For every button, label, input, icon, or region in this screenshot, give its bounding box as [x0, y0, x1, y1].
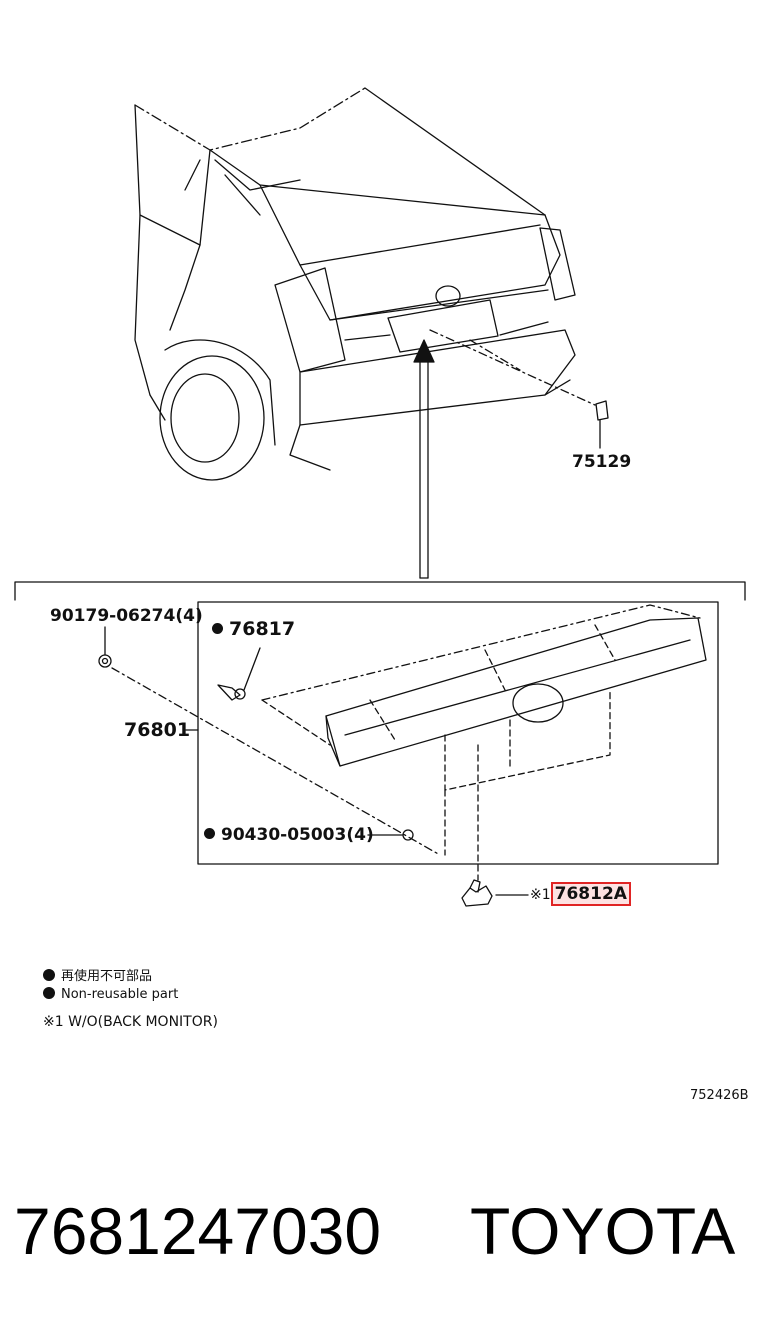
legend-jp-text: 再使用不可部品 — [61, 969, 153, 984]
part-number: 7681247030 — [14, 1194, 382, 1268]
legend-jp: 再使用不可部品 — [43, 965, 152, 984]
part-label-76801: 76801 — [124, 719, 191, 741]
diagram-code: 752426B — [690, 1088, 749, 1103]
part-number-90430: 90430-05003(4) — [221, 825, 374, 845]
back-door-garnish-illustration — [261, 604, 707, 881]
part-number-76812a[interactable]: 76812A — [550, 882, 631, 906]
non-reusable-dot-icon — [212, 623, 223, 634]
brand-name: TOYOTA — [470, 1194, 736, 1268]
car-rear-illustration — [134, 87, 596, 481]
clip-76812a-icon — [461, 879, 529, 907]
part-label-90179-06274: 90179-06274(4) — [50, 606, 203, 626]
arrow-up-icon — [413, 339, 435, 579]
non-reusable-dot-icon — [43, 969, 55, 981]
clip-76817-icon — [217, 647, 261, 701]
note-ref: ※1 — [530, 887, 551, 903]
clip-75129-icon — [595, 400, 609, 449]
non-reusable-dot-icon — [43, 987, 55, 999]
assembly-frame — [197, 601, 719, 865]
part-number-76817: 76817 — [229, 618, 296, 640]
non-reusable-dot-icon — [204, 828, 215, 839]
part-label-75129: 75129 — [572, 452, 632, 472]
bracket-line — [14, 581, 746, 601]
part-label-76817: 76817 — [212, 618, 295, 640]
screw-90430-icon — [367, 829, 414, 841]
legend-en-text: Non-reusable part — [61, 987, 179, 1002]
part-label-90430-05003: 90430-05003(4) — [204, 825, 374, 845]
nut-90179-icon — [98, 626, 441, 856]
legend-en: Non-reusable part — [43, 987, 178, 1002]
legend-note: ※1 W/O(BACK MONITOR) — [43, 1014, 218, 1030]
